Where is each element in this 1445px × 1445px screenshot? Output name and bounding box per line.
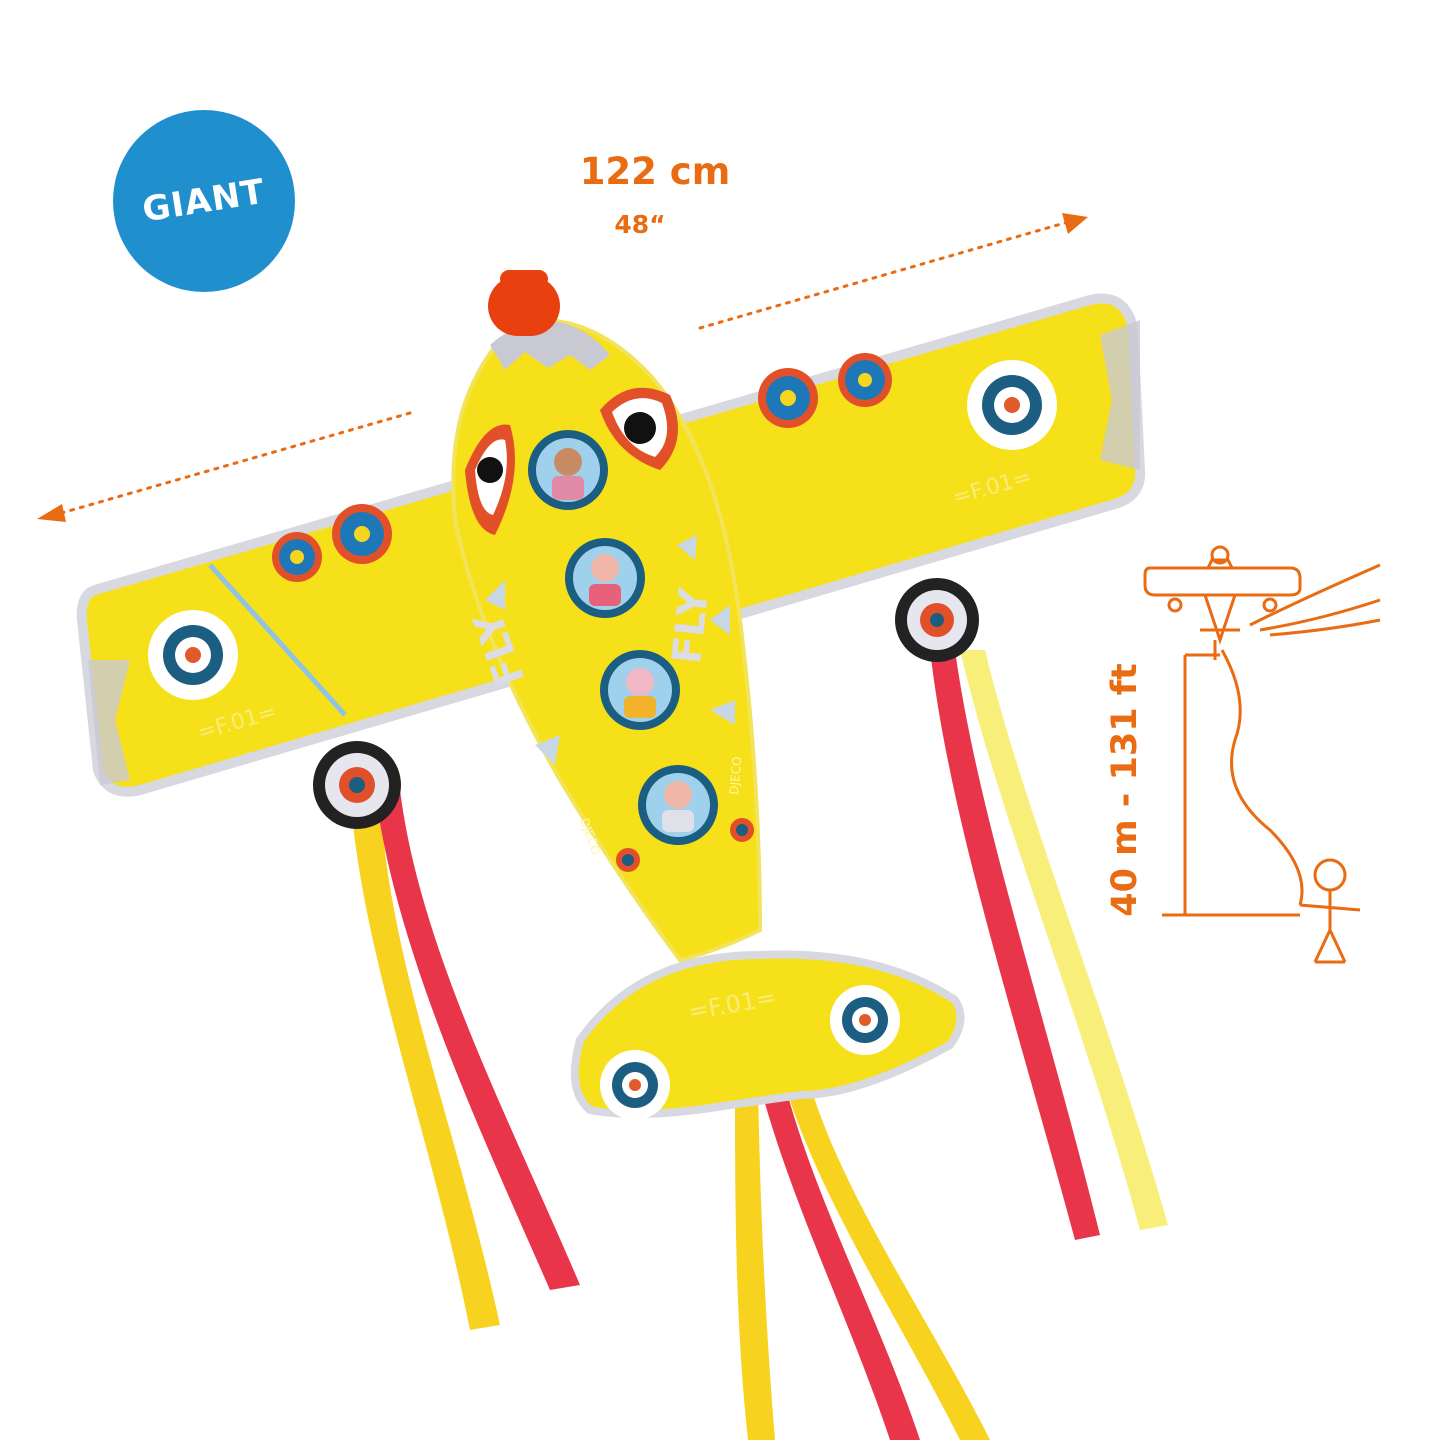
height-diagram [1143,545,1381,964]
width-imperial-label: 48“ [614,210,666,239]
width-arrow-left [37,411,412,522]
small-roundel-icons [616,818,754,872]
eye-left-icon [465,424,515,535]
fuselage-triangles [485,535,735,765]
giant-badge: GIANT [113,110,295,292]
height-range-label: 40 m - 131 ft [1105,663,1145,917]
eye-right-icon [600,387,678,470]
porthole-pilots [528,430,718,845]
ribbons [350,650,1168,1440]
width-metric-label: 122 cm [579,150,731,193]
engine-flower-icons [272,353,892,582]
wing-roundel-left [148,610,238,700]
wheel-right-icon [895,578,979,662]
wheel-left-icon [313,741,401,829]
kite-tail [570,950,965,1120]
fly-text-right: FLY [664,585,718,666]
wing-roundel-right [967,360,1057,450]
nose-cap [488,270,560,336]
width-arrow-right [698,213,1088,330]
brand-mark-right: DJECO [727,756,744,795]
